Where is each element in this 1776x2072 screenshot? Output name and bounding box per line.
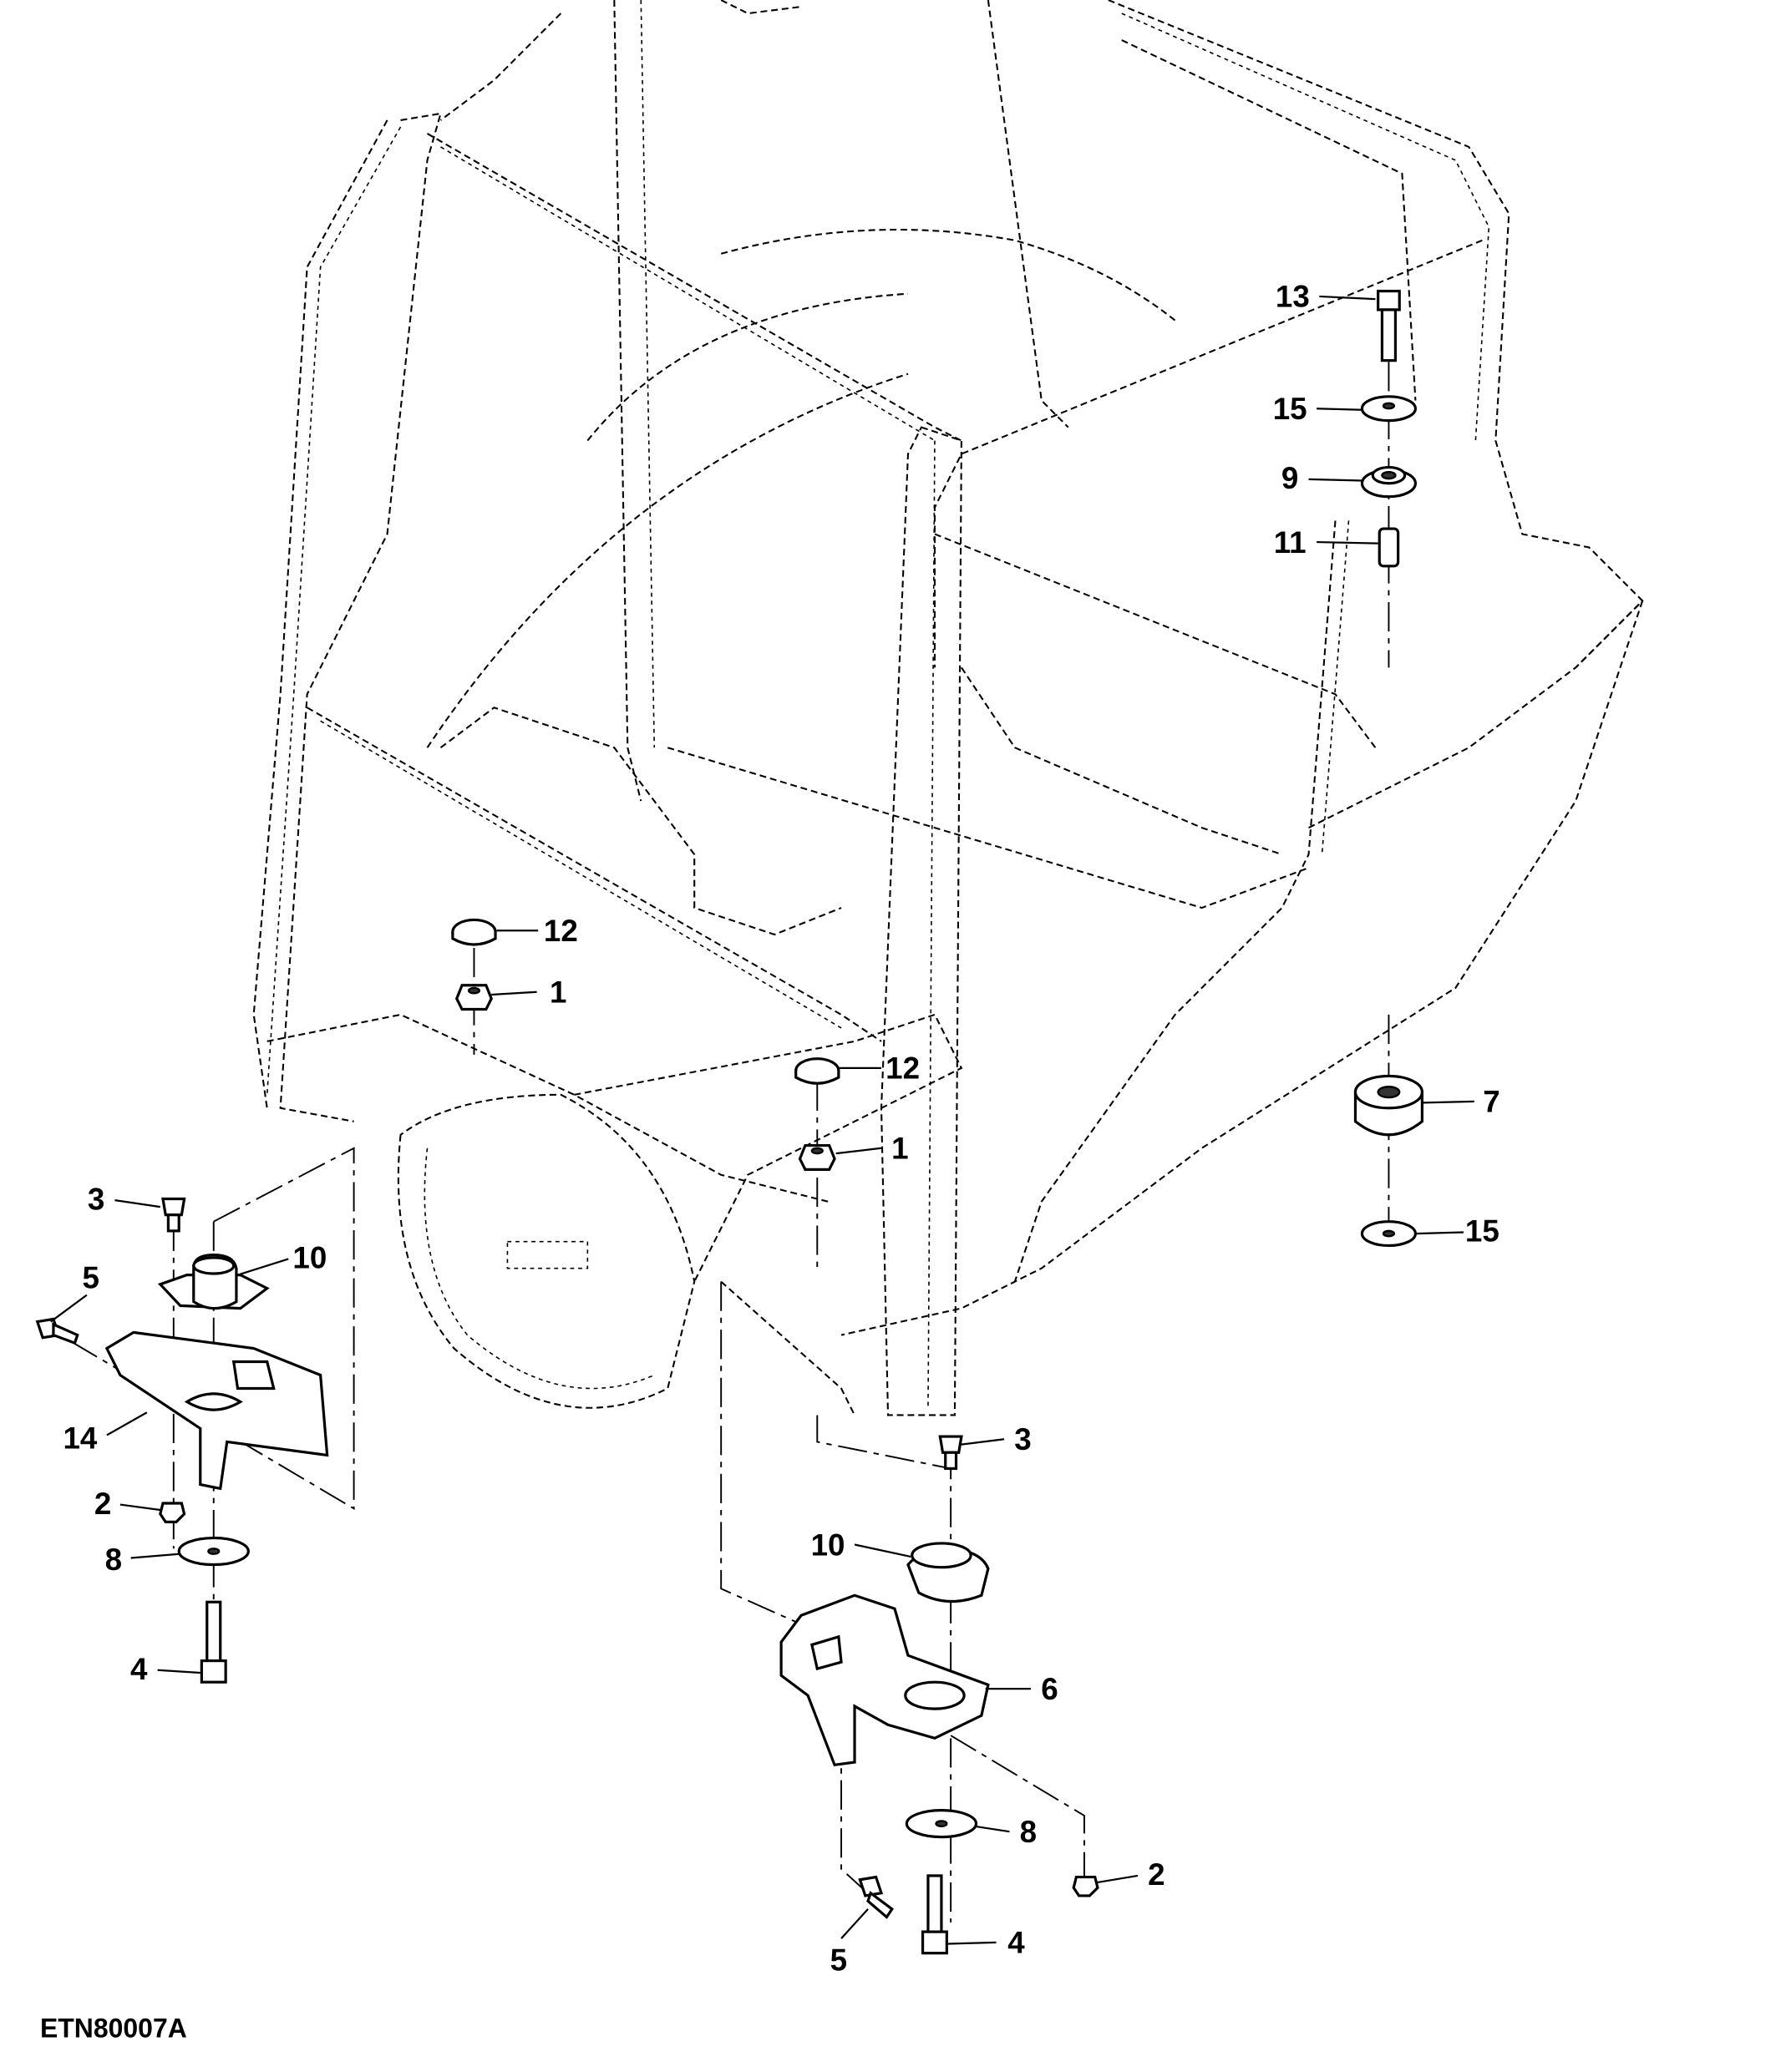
callout-3: 3 — [1014, 1422, 1031, 1456]
part-13-bolt — [1377, 289, 1401, 362]
callout-7: 7 — [1483, 1085, 1499, 1119]
part-11-spacer — [1378, 527, 1400, 568]
part-10-isolator-left — [157, 1254, 270, 1310]
callout-12: 12 — [544, 914, 578, 948]
part-4-bolt-left — [200, 1600, 227, 1684]
part-4-bolt-right — [921, 1874, 948, 1955]
part-1-nut-left — [454, 984, 493, 1011]
callout-12: 12 — [885, 1051, 920, 1086]
callout-labels: 13 15 9 11 12 1 12 1 7 15 3 10 5 14 2 8 … — [63, 280, 1499, 1978]
part-15-washer-lower — [1360, 1220, 1418, 1248]
callout-8: 8 — [105, 1543, 122, 1577]
callout-10: 10 — [292, 1241, 327, 1275]
part-2-nut-left — [159, 1502, 186, 1523]
callout-14: 14 — [63, 1421, 97, 1455]
part-6-bracket — [779, 1593, 990, 1767]
part-5-bolt-left — [35, 1317, 79, 1345]
part-3-bolt-right — [938, 1435, 963, 1471]
part-14-bracket — [104, 1330, 329, 1491]
callout-leaders — [50, 295, 1474, 1945]
callout-1: 1 — [891, 1132, 908, 1166]
part-8-washer-right — [905, 1809, 978, 1839]
callout-15: 15 — [1273, 392, 1307, 426]
part-12-plug-right — [794, 1057, 840, 1085]
callout-3: 3 — [88, 1182, 104, 1216]
part-15-washer-upper — [1360, 395, 1418, 423]
callout-1: 1 — [550, 975, 566, 1010]
part-9-bushing — [1360, 465, 1418, 499]
callout-4: 4 — [130, 1652, 148, 1686]
callout-2: 2 — [94, 1487, 111, 1521]
figure-id: ETN80007A — [40, 2013, 187, 2043]
callout-4: 4 — [1007, 1926, 1025, 1960]
part-3-bolt-left — [161, 1197, 186, 1233]
callout-9: 9 — [1281, 461, 1298, 495]
callout-13: 13 — [1276, 280, 1310, 314]
callout-11: 11 — [1274, 525, 1307, 560]
assembly-centerlines — [59, 313, 1390, 1923]
callout-5: 5 — [830, 1943, 847, 1977]
part-10-isolator-right — [906, 1542, 990, 1603]
callout-5: 5 — [82, 1261, 99, 1295]
callout-2: 2 — [1148, 1857, 1165, 1892]
part-5-bolt-right — [858, 1875, 894, 1919]
part-8-washer-left — [177, 1536, 250, 1567]
callout-15: 15 — [1465, 1214, 1499, 1249]
part-1-nut-right — [798, 1143, 836, 1171]
callout-6: 6 — [1041, 1672, 1058, 1706]
part-2-nut-right — [1072, 1875, 1099, 1897]
part-7-isolator — [1353, 1074, 1423, 1137]
part-12-plug-left — [451, 918, 497, 946]
callout-10: 10 — [811, 1527, 845, 1562]
callout-8: 8 — [1020, 1815, 1037, 1849]
cab-frame-outline — [252, 0, 1644, 1416]
